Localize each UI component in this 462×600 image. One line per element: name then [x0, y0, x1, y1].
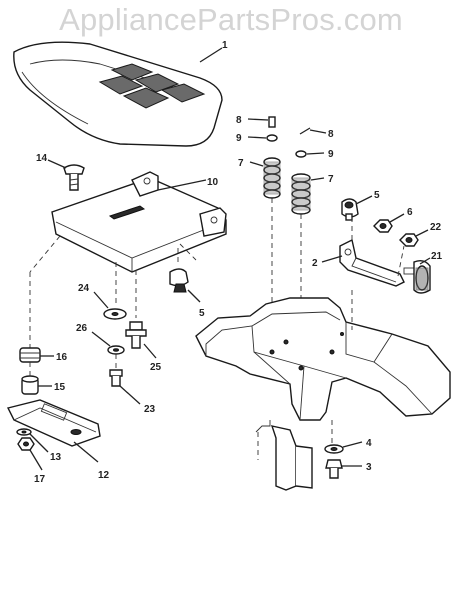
label-2: 2 — [312, 258, 318, 269]
part-washer-26[interactable] — [107, 345, 125, 355]
part-washer-24[interactable] — [103, 308, 127, 320]
part-slide-rail-12[interactable] — [6, 399, 101, 447]
label-9a: 9 — [236, 133, 242, 144]
part-seat[interactable] — [13, 41, 223, 147]
label-22: 22 — [430, 222, 442, 233]
label-3: 3 — [366, 462, 372, 473]
part-spring-right[interactable] — [291, 127, 311, 215]
label-14: 14 — [36, 153, 48, 164]
label-7a: 7 — [238, 158, 244, 169]
part-spring-left[interactable] — [263, 116, 281, 199]
label-5b: 5 — [199, 308, 205, 319]
part-seat-pan[interactable] — [51, 171, 227, 273]
part-bolt-25[interactable] — [125, 321, 147, 349]
label-26: 26 — [76, 323, 88, 334]
label-8b: 8 — [328, 129, 334, 140]
part-fender-frame[interactable] — [195, 297, 451, 421]
label-8a: 8 — [236, 115, 242, 126]
part-adjust-bracket[interactable] — [339, 216, 405, 287]
part-knob-upper[interactable] — [341, 198, 359, 221]
part-lower-frame-bracket[interactable] — [255, 420, 333, 491]
label-12: 12 — [98, 470, 110, 481]
part-washer-4[interactable] — [324, 444, 344, 454]
label-13: 13 — [50, 452, 62, 463]
label-9b: 9 — [328, 149, 334, 160]
label-21: 21 — [431, 251, 443, 262]
label-5a: 5 — [374, 190, 380, 201]
label-16: 16 — [56, 352, 68, 363]
part-nut-17[interactable] — [17, 437, 35, 451]
part-knob-21[interactable] — [403, 259, 431, 294]
part-bolt-14[interactable] — [63, 164, 85, 191]
part-bushing-16[interactable] — [19, 347, 41, 363]
label-24: 24 — [78, 283, 90, 294]
label-25: 25 — [150, 362, 162, 373]
part-nut-22[interactable] — [399, 233, 419, 247]
part-pivot-lower[interactable] — [169, 244, 189, 293]
part-bolt-23[interactable] — [109, 369, 123, 387]
label-1: 1 — [222, 40, 228, 51]
label-4: 4 — [366, 438, 372, 449]
label-15: 15 — [54, 382, 66, 393]
part-washer-13[interactable] — [16, 428, 32, 436]
label-17: 17 — [34, 474, 46, 485]
watermark-text: AppliancePartsPros.com — [59, 2, 403, 37]
part-bolt-3[interactable] — [325, 459, 343, 479]
label-6: 6 — [407, 207, 413, 218]
label-10: 10 — [207, 177, 219, 188]
part-nut-6[interactable] — [373, 219, 393, 233]
part-spacer-15[interactable] — [21, 375, 39, 395]
label-7b: 7 — [328, 174, 334, 185]
label-23: 23 — [144, 404, 156, 415]
